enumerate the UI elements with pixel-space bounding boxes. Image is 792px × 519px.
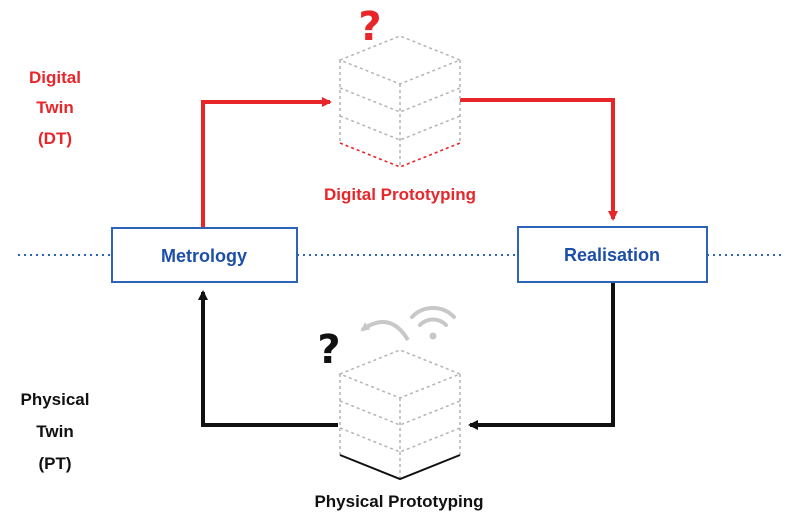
physical-twin-label-line1: Physical	[21, 390, 90, 409]
realisation-label: Realisation	[564, 245, 660, 265]
physical-cube-base-edge	[339, 454, 461, 481]
physical-flow-arrow-to-metrology	[198, 290, 338, 427]
digital-flow-arrow-to-realisation	[460, 98, 618, 221]
digital-twin-label-line2: Twin	[36, 98, 73, 117]
digital-flow-arrow-to-cube	[201, 97, 332, 228]
digital-twin-label-line1: Digital	[29, 68, 81, 87]
digital-prototyping-caption: Digital Prototyping	[324, 185, 476, 204]
physical-prototyping-caption: Physical Prototyping	[314, 492, 483, 511]
curved-arrow-icon	[360, 320, 410, 342]
wifi-icon	[410, 306, 456, 340]
physical-twin-label-line2: Twin	[36, 422, 73, 441]
physical-cube-icon	[337, 349, 463, 479]
physical-question-mark: ?	[317, 327, 340, 373]
digital-question-mark: ?	[358, 4, 381, 50]
digital-cube-icon	[337, 35, 463, 168]
metrology-box: Metrology	[111, 227, 298, 283]
realisation-box: Realisation	[517, 226, 708, 283]
metrology-label: Metrology	[161, 246, 247, 266]
physical-twin-label-line3: (PT)	[38, 454, 71, 473]
physical-flow-arrow-to-cube	[468, 283, 615, 430]
digital-twin-label-line3: (DT)	[38, 129, 72, 148]
